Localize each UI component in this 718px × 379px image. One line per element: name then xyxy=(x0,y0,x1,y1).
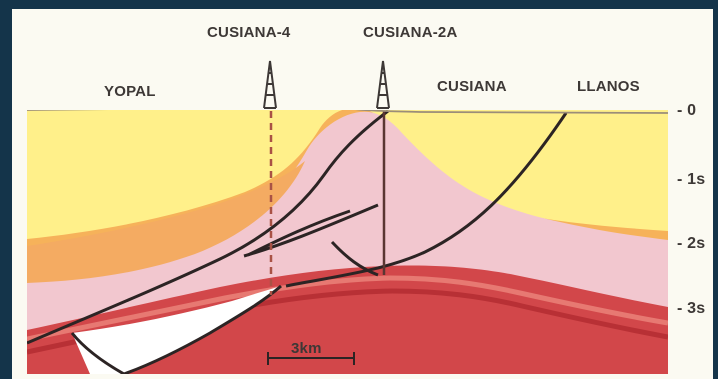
depth-label-2s: - 2s xyxy=(677,235,706,252)
lower-thrust-fault xyxy=(243,203,379,258)
white-wedge-outline xyxy=(70,284,282,374)
depth-label-0: - 0 xyxy=(677,102,697,119)
pink-thrust-layer xyxy=(27,111,668,350)
depth-label-1s: - 1s xyxy=(677,171,706,188)
small-hook-fault xyxy=(330,240,379,277)
cusiana-4-rig-icon xyxy=(263,60,277,109)
white-wedge xyxy=(72,286,281,374)
cusiana-2a-rig-icon xyxy=(376,60,390,109)
well-label-cusiana-2a: CUSIANA-2A xyxy=(363,24,458,41)
main-thrust-fault xyxy=(27,110,389,345)
area-label-llanos: LLANOS xyxy=(577,78,640,95)
lower-orange-band xyxy=(27,161,305,283)
well-label-cusiana-4: CUSIANA-4 xyxy=(207,24,291,41)
depth-label-3s: - 3s xyxy=(677,300,706,317)
secondary-thrust-fault xyxy=(247,209,351,257)
red-thin-band-1 xyxy=(27,275,668,342)
scale-bar-label: 3km xyxy=(291,340,322,357)
ground-surface-line xyxy=(27,110,668,114)
scale-bar xyxy=(267,352,355,365)
area-label-yopal: YOPAL xyxy=(104,83,156,100)
basal-detachment xyxy=(285,112,568,288)
area-label-cusiana: CUSIANA xyxy=(437,78,507,95)
